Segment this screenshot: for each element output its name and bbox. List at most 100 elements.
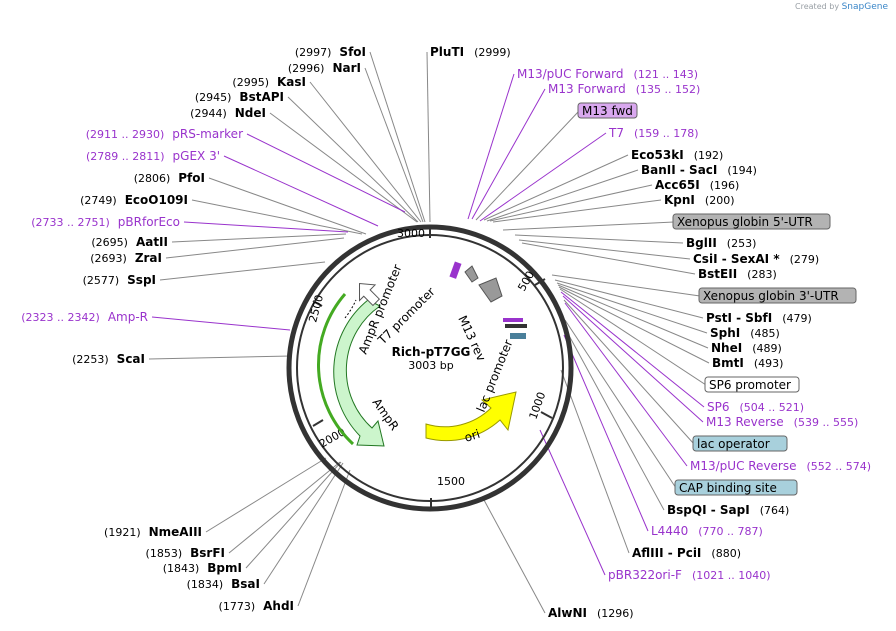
tick-2000	[312, 419, 324, 427]
cap-site-feature[interactable]	[510, 333, 526, 339]
leader-m13-puc-forward	[467, 73, 515, 220]
alwni-label[interactable]: AlwNI	[548, 606, 587, 620]
m13-fwd-label[interactable]: M13 fwd	[582, 104, 633, 118]
bstapi-label[interactable]: BstAPI	[239, 90, 284, 104]
leader-eco53ki	[483, 154, 629, 221]
pfoi-label[interactable]: PfoI	[178, 171, 205, 185]
sp6-promoter-label[interactable]: SP6 promoter	[709, 378, 791, 392]
scai-label[interactable]: ScaI	[117, 352, 145, 366]
leader-zrai	[165, 237, 345, 259]
bspqi-sapi-label[interactable]: BspQI - SapI	[667, 503, 750, 517]
xenopus-globin-3-utr-label[interactable]: Xenopus globin 3'-UTR	[703, 289, 839, 303]
leader-xenopus-globin-3-utr	[551, 274, 701, 297]
plasmid-name: Rich-pT7GG	[392, 345, 471, 359]
bmti-label[interactable]: BmtI	[712, 356, 744, 370]
acc65i-label[interactable]: Acc65I	[655, 178, 700, 192]
m13-fwd-box[interactable]	[577, 102, 638, 119]
bglii-label[interactable]: BglII	[686, 236, 717, 250]
snapgene-credit: Created by SnapGene	[795, 2, 888, 12]
ampr-feature[interactable]	[333, 299, 385, 447]
ndei-position: (2944)	[190, 107, 227, 120]
sphi-label[interactable]: SphI	[710, 326, 740, 340]
bsteii-label[interactable]: BstEII	[698, 267, 737, 281]
pbrforeco-position: (2733 .. 2751)	[31, 216, 110, 229]
ecoo109i-position: (2749)	[80, 194, 117, 207]
m13-reverse-label[interactable]: M13 Reverse	[706, 415, 784, 429]
pbr322ori-f-label[interactable]: pBR322ori-F	[608, 568, 682, 582]
m13-forward-label[interactable]: M13 Forward	[548, 82, 626, 96]
sp6-label[interactable]: SP6	[707, 400, 730, 414]
leader-xenopus-globin-5-utr	[502, 221, 675, 231]
afliii-pcii-position: (880)	[711, 547, 741, 560]
m13-puc-reverse-label[interactable]: M13/pUC Reverse	[690, 459, 797, 473]
prs-marker-label[interactable]: pRS-marker	[172, 127, 243, 141]
xenopus-5utr-feature[interactable]	[478, 277, 503, 303]
kasi-label[interactable]: KasI	[277, 75, 306, 89]
xenopus-globin-5-utr-box[interactable]	[672, 213, 831, 230]
leader-nhei	[557, 284, 709, 349]
nmeaiii-label[interactable]: NmeAIII	[149, 525, 202, 539]
ori-feature[interactable]	[425, 391, 517, 442]
leader-bsrfi	[228, 461, 341, 554]
t7-label[interactable]: T7	[608, 126, 624, 140]
ampr-promoter-dash	[344, 299, 357, 319]
acc65i-position: (196)	[710, 179, 740, 192]
prs-marker-position: (2911 .. 2930)	[86, 128, 165, 141]
banii-saci-label[interactable]: BanII - SacI	[641, 163, 717, 177]
csii-sexai-label[interactable]: CsiI - SexAI *	[693, 252, 780, 266]
leader-pbr322ori-f	[539, 429, 606, 576]
ecoo109i-label[interactable]: EcoO109I	[125, 193, 188, 207]
pfoi-position: (2806)	[134, 172, 171, 185]
zrai-label[interactable]: ZraI	[135, 251, 162, 265]
kpni-label[interactable]: KpnI	[664, 193, 695, 207]
pluti-label[interactable]: PluTI	[430, 45, 464, 59]
xenopus-globin-3-utr-box[interactable]	[698, 287, 857, 304]
m13-puc-forward-label[interactable]: M13/pUC Forward	[517, 67, 624, 81]
amp-r-position: (2323 .. 2342)	[21, 311, 100, 324]
sfoi-label[interactable]: SfoI	[339, 45, 366, 59]
tick-1000	[540, 411, 553, 419]
afliii-pcii-label[interactable]: AflIII - PciI	[632, 546, 701, 560]
bsteii-position: (283)	[747, 268, 777, 281]
ahdi-label[interactable]: AhdI	[263, 599, 294, 613]
lac-operator-feature[interactable]	[505, 324, 527, 328]
pbrforeco-label[interactable]: pBRforEco	[118, 215, 180, 229]
cap-binding-site-box[interactable]	[674, 479, 798, 496]
xenopus-globin-5-utr-label[interactable]: Xenopus globin 5'-UTR	[677, 215, 813, 229]
aatii-label[interactable]: AatII	[136, 235, 168, 249]
lac-operator-label[interactable]: lac operator	[697, 437, 770, 451]
t7-promoter-feature[interactable]	[464, 265, 479, 283]
ruler-label-2000: 2000	[317, 425, 348, 450]
cap-binding-site-label[interactable]: CAP binding site	[679, 481, 777, 495]
sp6-promoter-box[interactable]	[704, 376, 800, 393]
m13-fwd-feature[interactable]	[449, 261, 462, 279]
psti-sbfi-label[interactable]: PstI - SbfI	[706, 311, 772, 325]
csii-sexai-position: (279)	[790, 253, 820, 266]
leader-lac-operator	[563, 299, 695, 445]
bpmi-label[interactable]: BpmI	[207, 561, 242, 575]
lac-operator-box[interactable]	[692, 435, 788, 452]
leader-bglii	[514, 234, 684, 244]
nhei-label[interactable]: NheI	[711, 341, 742, 355]
kpni-position: (200)	[705, 194, 735, 207]
leader-pgex-3	[223, 155, 379, 227]
pgex-3-label[interactable]: pGEX 3'	[173, 149, 220, 163]
l4440-label[interactable]: L4440	[651, 524, 688, 538]
eco53ki-label[interactable]: Eco53kI	[631, 148, 684, 162]
leader-t7	[479, 132, 607, 222]
leader-sp6-promoter	[559, 288, 707, 386]
ori-label: ori	[463, 427, 482, 445]
bsrfi-label[interactable]: BsrFI	[190, 546, 225, 560]
ndei-label[interactable]: NdeI	[235, 106, 266, 120]
sp6-feature[interactable]	[503, 318, 523, 322]
t7-position: (159 .. 178)	[634, 127, 699, 140]
m13-puc-reverse-position: (552 .. 574)	[807, 460, 872, 473]
credit-prefix: Created by	[795, 2, 840, 11]
sspi-label[interactable]: SspI	[127, 273, 156, 287]
bsai-label[interactable]: BsaI	[231, 577, 260, 591]
nari-label[interactable]: NarI	[332, 61, 361, 75]
psti-sbfi-position: (479)	[782, 312, 812, 325]
leader-alwni	[483, 499, 546, 614]
bsai-position: (1834)	[187, 578, 224, 591]
amp-r-label[interactable]: Amp-R	[108, 310, 148, 324]
